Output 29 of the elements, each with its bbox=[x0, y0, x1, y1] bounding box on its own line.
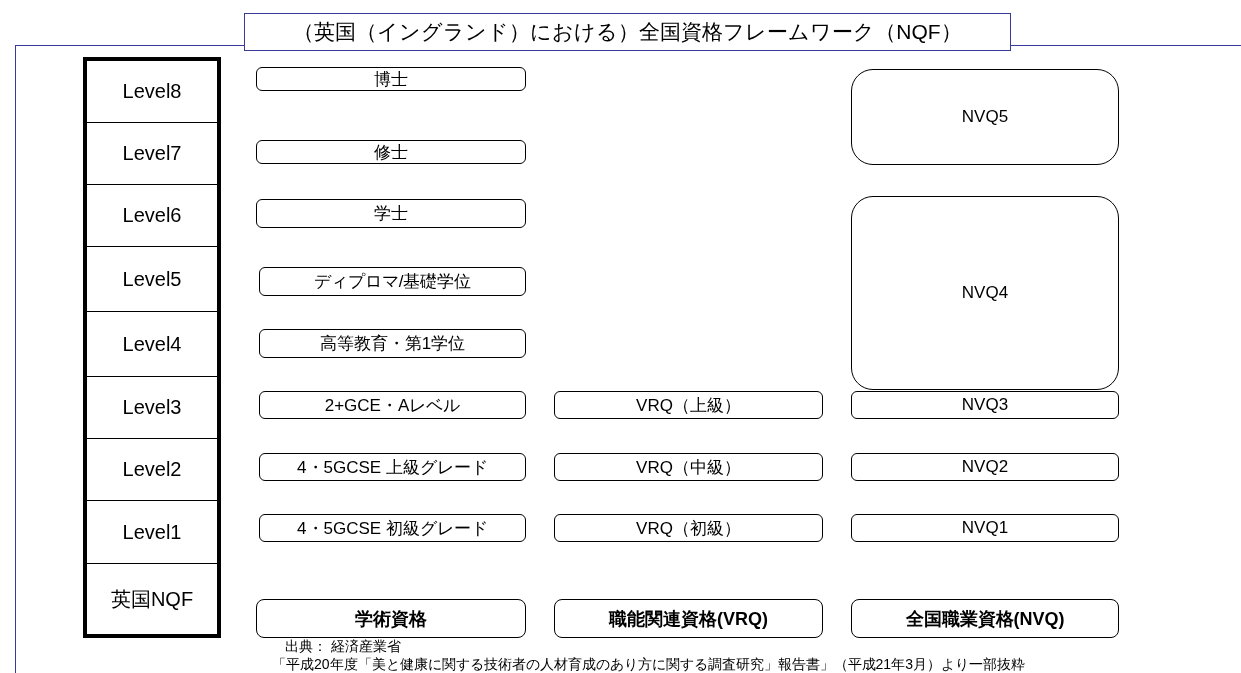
qualification-box: NVQ3 bbox=[851, 391, 1119, 419]
category-box: 職能関連資格(VRQ) bbox=[554, 599, 823, 638]
qualification-box: NVQ5 bbox=[851, 69, 1119, 165]
qualification-box: 2+GCE・Aレベル bbox=[259, 391, 526, 419]
qualification-box: 高等教育・第1学位 bbox=[259, 329, 526, 358]
qualification-box: VRQ（中級） bbox=[554, 453, 823, 481]
level-cell: Level8 bbox=[83, 57, 221, 122]
qualification-box: NVQ1 bbox=[851, 514, 1119, 542]
qualification-box: 学士 bbox=[256, 199, 526, 228]
category-box: 全国職業資格(NVQ) bbox=[851, 599, 1119, 638]
level-cell: Level4 bbox=[83, 311, 221, 376]
level-cell: Level3 bbox=[83, 376, 221, 438]
qualification-box: NVQ4 bbox=[851, 196, 1119, 390]
level-cell: Level5 bbox=[83, 246, 221, 311]
qualification-box: 4・5GCSE 上級グレード bbox=[259, 453, 526, 481]
category-box: 学術資格 bbox=[256, 599, 526, 638]
qualification-box: 博士 bbox=[256, 67, 526, 91]
level-cell: 英国NQF bbox=[83, 563, 221, 638]
qualification-box: NVQ2 bbox=[851, 453, 1119, 481]
qualification-box: 修士 bbox=[256, 140, 526, 164]
qualification-box: ディプロマ/基礎学位 bbox=[259, 267, 526, 296]
level-cell: Level6 bbox=[83, 184, 221, 246]
level-cell: Level2 bbox=[83, 438, 221, 500]
level-cell: Level1 bbox=[83, 500, 221, 563]
qualification-box: VRQ（上級） bbox=[554, 391, 823, 419]
qualification-box: VRQ（初級） bbox=[554, 514, 823, 542]
qualification-box: 4・5GCSE 初級グレード bbox=[259, 514, 526, 542]
level-cell: Level7 bbox=[83, 122, 221, 184]
title-box: （英国（イングランド）における）全国資格フレームワーク（NQF） bbox=[244, 13, 1011, 51]
